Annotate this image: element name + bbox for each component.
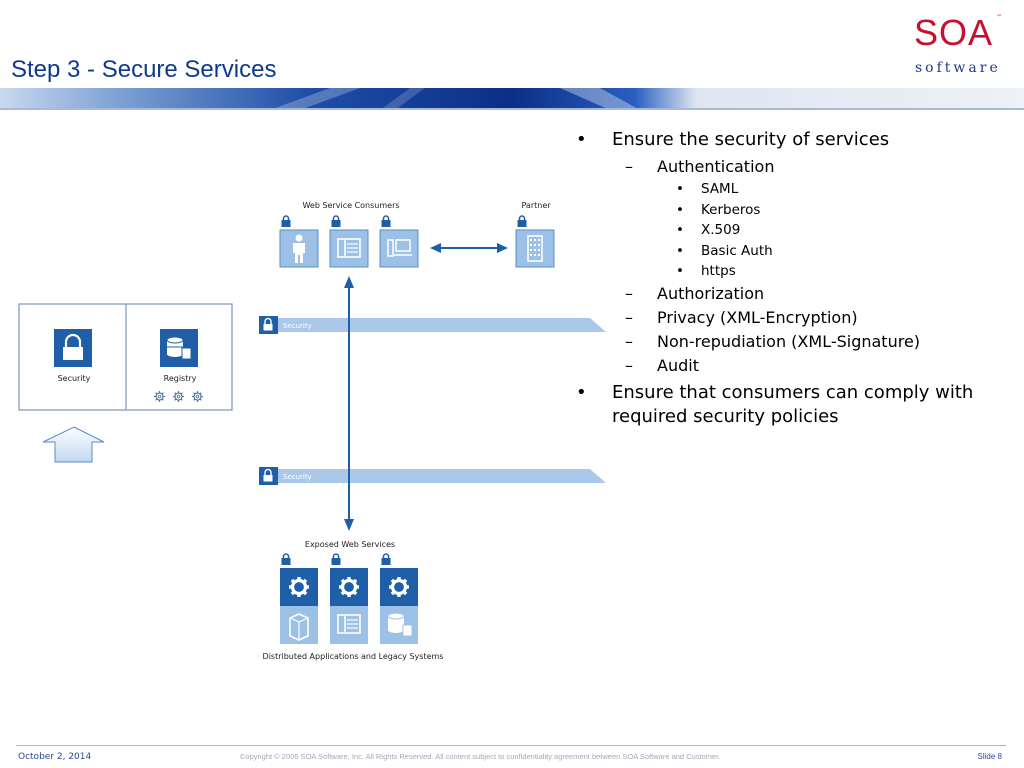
consumer-person-icon <box>279 229 319 268</box>
lock-icon <box>331 215 341 227</box>
logo-trademark: ™ <box>996 14 1002 21</box>
footer-slide-number: Slide 8 <box>977 752 1002 761</box>
consumer-partner-arrow <box>430 243 508 253</box>
sub-sub-bullet-item: https <box>570 261 1010 282</box>
lock-icon <box>381 215 391 227</box>
soa-software-logo: SOA ™ software <box>908 12 1008 80</box>
security-bar-bottom: Security <box>259 467 606 485</box>
security-bar-top: Security <box>259 316 606 334</box>
sub-bullet-item: Audit <box>570 354 1010 378</box>
lock-icon <box>281 553 291 565</box>
architecture-diagram: Web Service Consumers Partner <box>18 201 606 661</box>
policy-panel: Security Registry <box>18 303 233 411</box>
distributed-systems-label: Distributed Applications and Legacy Syst… <box>263 652 444 661</box>
legacy-database-icon <box>380 606 418 644</box>
bullet-item: Ensure that consumers can comply with re… <box>570 381 1010 429</box>
sub-sub-bullet-item: Kerberos <box>570 200 1010 221</box>
panel-security-label: Security <box>58 374 91 383</box>
service-gear-tile <box>380 568 418 606</box>
bullet-item: Ensure the security of services <box>570 128 1010 152</box>
sub-bullet-item: Authorization <box>570 282 1010 306</box>
service-gear-tile <box>280 568 318 606</box>
panel-registry-database-icon <box>160 329 198 367</box>
logo-wordmark: SOA <box>914 12 994 53</box>
legacy-application-icon <box>330 606 368 644</box>
lock-icon <box>381 553 391 565</box>
sub-sub-bullet-item: SAML <box>570 179 1010 200</box>
logo-subtitle: software <box>915 60 1001 76</box>
partner-building-icon <box>515 229 555 268</box>
exposed-services-label: Exposed Web Services <box>305 540 395 549</box>
lock-icon <box>281 215 291 227</box>
consumer-computer-icon <box>379 229 419 268</box>
consumer-service-arrow <box>344 276 354 531</box>
sub-sub-bullet-item: Basic Auth <box>570 241 1010 262</box>
sub-sub-bullet-item: X.509 <box>570 220 1010 241</box>
partner-label: Partner <box>521 201 551 210</box>
panel-registry-label: Registry <box>164 374 197 383</box>
sub-bullet-item: Privacy (XML-Encryption) <box>570 306 1010 330</box>
slide-title: Step 3 - Secure Services <box>11 56 277 83</box>
panel-security-lock-icon <box>54 329 92 367</box>
consumer-application-icon <box>329 229 369 268</box>
footer-date: October 2, 2014 <box>18 752 92 762</box>
up-arrow-icon <box>42 426 105 463</box>
lock-icon <box>331 553 341 565</box>
header-banner <box>0 88 1024 110</box>
legacy-server-icon <box>280 606 318 644</box>
footer-copyright: Copyright © 2006 SOA Software, Inc. All … <box>240 752 721 761</box>
consumers-label: Web Service Consumers <box>302 201 399 210</box>
sub-bullet-item: Non-repudiation (XML-Signature) <box>570 330 1010 354</box>
sub-bullet-item: Authentication <box>570 155 1010 179</box>
security-bar-label: Security <box>283 473 312 481</box>
security-bar-label: Security <box>283 322 312 330</box>
footer-divider <box>16 745 1006 746</box>
lock-icon <box>517 215 527 227</box>
bullet-list: Ensure the security of services Authenti… <box>570 125 1010 432</box>
service-gear-tile <box>330 568 368 606</box>
